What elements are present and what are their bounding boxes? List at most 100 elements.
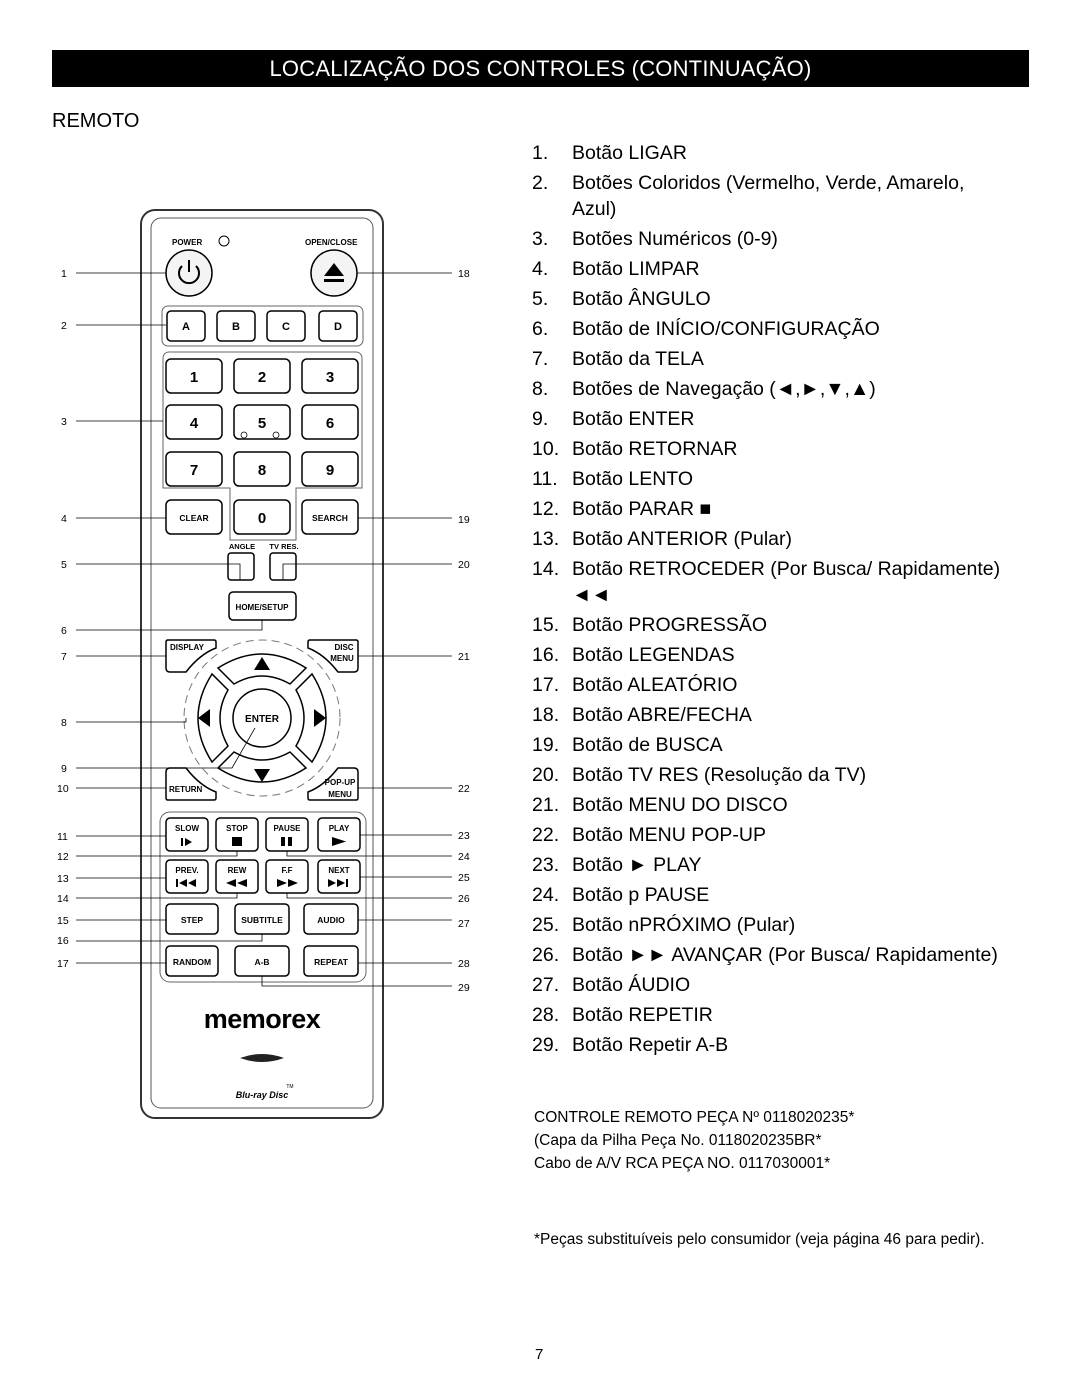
- display-button[interactable]: DISPLAY: [165, 639, 217, 673]
- open-close-button[interactable]: [310, 249, 358, 297]
- legend-item-number: 6.: [532, 318, 549, 340]
- tactile-dot-icon: [272, 431, 280, 439]
- power-label: POWER: [172, 238, 202, 247]
- number-button-7[interactable]: 7: [165, 451, 223, 487]
- legend-item-text: Botão TV RES (Resolução da TV): [572, 764, 867, 786]
- number-button-5[interactable]: 5: [233, 404, 291, 440]
- arrow-right-icon: [314, 709, 326, 727]
- section-label: REMOTO: [52, 110, 140, 132]
- pause-button[interactable]: PAUSE: [265, 817, 309, 852]
- nav-down-button[interactable]: [216, 751, 308, 783]
- numeric-keypad-group: [162, 351, 363, 541]
- color-button-c[interactable]: C: [266, 310, 306, 342]
- svg-text:C: C: [282, 321, 290, 333]
- callout-number: 11: [57, 831, 68, 843]
- stop-button[interactable]: STOP: [215, 817, 259, 852]
- svg-text:REPEAT: REPEAT: [314, 957, 349, 967]
- legend-item: 18.Botão ABRE/FECHA: [532, 702, 1012, 728]
- skip-previous-icon: [176, 879, 196, 887]
- legend-item-number: 19.: [532, 734, 560, 756]
- skip-next-icon: [328, 879, 348, 887]
- part-number-line: (Capa da Pilha Peça No. 0118020235BR*: [534, 1132, 822, 1149]
- rew-button[interactable]: REW: [215, 859, 259, 894]
- number-button-2[interactable]: 2: [233, 358, 291, 394]
- number-button-4[interactable]: 4: [165, 404, 223, 440]
- color-button-b[interactable]: B: [216, 310, 256, 342]
- pop-up-menu-button[interactable]: POP-UP MENU: [307, 767, 359, 801]
- legend-item-text: Botão da TELA: [572, 348, 704, 370]
- arrow-up-icon: [254, 657, 270, 670]
- legend-item-number: 10.: [532, 438, 560, 460]
- svg-text:RETURN: RETURN: [169, 785, 203, 794]
- prev-button[interactable]: PREV.: [165, 859, 209, 894]
- subtitle-button[interactable]: SUBTITLE: [234, 903, 290, 935]
- nav-ring-outline: [183, 639, 341, 797]
- slow-button[interactable]: SLOW: [165, 817, 209, 852]
- legend-item-number: 9.: [532, 408, 549, 430]
- legend-item-number: 3.: [532, 228, 549, 250]
- legend-item-text: Botões Coloridos (Vermelho, Verde, Amare…: [572, 172, 965, 220]
- transport-group: [159, 811, 367, 983]
- legend-item-text: Botão ABRE/FECHA: [572, 704, 752, 726]
- arrow-down-icon: [254, 769, 270, 782]
- color-button-d[interactable]: D: [318, 310, 358, 342]
- legend-item-text: Botão ÂNGULO: [572, 288, 711, 310]
- svg-text:F.F: F.F: [281, 866, 292, 875]
- svg-text:PLAY: PLAY: [329, 824, 350, 833]
- number-button-1[interactable]: 1: [165, 358, 223, 394]
- power-button[interactable]: [165, 249, 213, 297]
- number-button-9[interactable]: 9: [301, 451, 359, 487]
- legend-item: 29.Botão Repetir A-B: [532, 1032, 1012, 1058]
- legend-item-text: Botão ►► AVANÇAR (Por Busca/ Rapidamente…: [572, 944, 998, 966]
- color-button-group: [161, 305, 364, 347]
- legend-item-number: 27.: [532, 974, 560, 996]
- next-button[interactable]: NEXT: [317, 859, 361, 894]
- ff-button[interactable]: F.F: [265, 859, 309, 894]
- trademark-mark: TM: [286, 1084, 293, 1090]
- random-button[interactable]: RANDOM: [165, 945, 219, 977]
- svg-text:B: B: [232, 321, 240, 333]
- svg-text:SEARCH: SEARCH: [312, 513, 348, 523]
- legend-item: 15.Botão PROGRESSÃO: [532, 612, 1012, 638]
- play-button[interactable]: PLAY: [317, 817, 361, 852]
- number-button-3[interactable]: 3: [301, 358, 359, 394]
- legend-item-number: 24.: [532, 884, 560, 906]
- number-button-8[interactable]: 8: [233, 451, 291, 487]
- nav-left-button[interactable]: [197, 672, 229, 764]
- callout-number: 28: [458, 958, 470, 970]
- color-button-a[interactable]: A: [166, 310, 206, 342]
- number-button-0[interactable]: 0: [233, 499, 291, 535]
- search-button[interactable]: SEARCH: [301, 499, 359, 535]
- callout-number: 1: [61, 268, 67, 280]
- legend-item: 6.Botão de INÍCIO/CONFIGURAÇÃO: [532, 316, 1012, 342]
- callout-number: 20: [458, 559, 470, 571]
- bluray-disc-logo: Blu-ray Disc TM: [236, 1054, 294, 1100]
- legend-item-number: 23.: [532, 854, 560, 876]
- svg-text:CLEAR: CLEAR: [179, 513, 208, 523]
- disc-menu-button[interactable]: DISC MENU: [307, 639, 359, 673]
- bluray-logo-text: Blu-ray Disc: [236, 1090, 289, 1100]
- clear-button[interactable]: CLEAR: [165, 499, 223, 535]
- legend-item-number: 29.: [532, 1034, 560, 1056]
- tv-res-label: TV RES.: [269, 542, 298, 551]
- remote-body-inner: [150, 217, 374, 1109]
- legend-item-text: Botão ANTERIOR (Pular): [572, 528, 792, 550]
- enter-button[interactable]: ENTER: [232, 688, 292, 748]
- step-button[interactable]: STEP: [165, 903, 219, 935]
- slow-play-icon: [181, 838, 192, 846]
- open-close-label: OPEN/CLOSE: [305, 238, 358, 247]
- a-b-button[interactable]: A-B: [234, 945, 290, 977]
- nav-up-button[interactable]: [216, 653, 308, 685]
- callout-number: 29: [458, 982, 470, 994]
- svg-text:7: 7: [190, 462, 198, 479]
- nav-right-button[interactable]: [295, 672, 327, 764]
- legend-item-text: Botão nPRÓXIMO (Pular): [572, 914, 796, 936]
- home-setup-button[interactable]: HOME/SETUP: [228, 591, 297, 621]
- repeat-button[interactable]: REPEAT: [303, 945, 359, 977]
- svg-text:3: 3: [326, 369, 334, 386]
- number-button-6[interactable]: 6: [301, 404, 359, 440]
- svg-text:SUBTITLE: SUBTITLE: [241, 915, 283, 925]
- audio-button[interactable]: AUDIO: [303, 903, 359, 935]
- angle-button[interactable]: [227, 552, 255, 581]
- legend-item-number: 2.: [532, 172, 549, 194]
